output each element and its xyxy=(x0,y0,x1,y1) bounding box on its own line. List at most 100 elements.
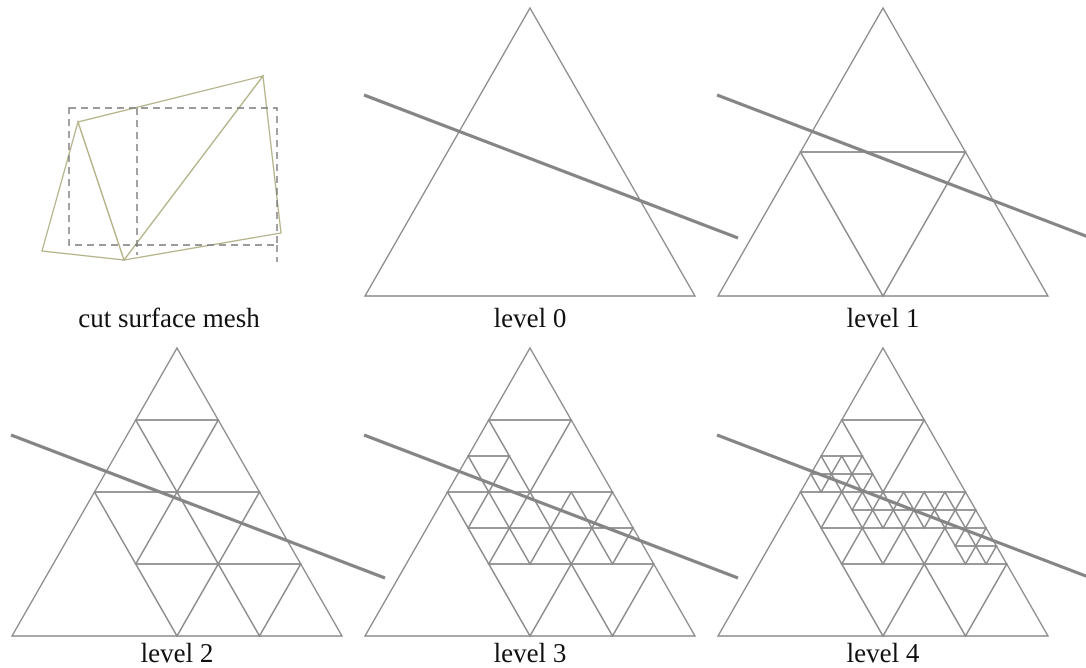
surface-mesh-right-triangle xyxy=(122,74,282,261)
subdivision-triangle xyxy=(466,455,511,494)
subdivision-triangle xyxy=(892,490,916,511)
subdivision-triangle xyxy=(466,418,511,457)
subdivision-triangle xyxy=(819,527,864,566)
level-4-panel xyxy=(716,346,1086,638)
subdivision-triangle xyxy=(487,346,573,421)
subdivision-triangle xyxy=(217,563,302,638)
subdivision-triangle xyxy=(466,490,511,529)
subdivision-triangle xyxy=(570,563,655,638)
subdivision-triangle xyxy=(134,419,220,494)
subdivision-triangle xyxy=(528,526,573,565)
subdivision-triangle xyxy=(570,526,614,565)
subdivision-triangle xyxy=(871,509,895,530)
subdivision-triangle xyxy=(953,509,978,530)
subdivision-triangle xyxy=(508,527,552,566)
subdivision-triangle xyxy=(984,544,1008,565)
subdivision-triangle xyxy=(487,563,573,638)
subdivision-triangle xyxy=(611,562,697,637)
subdivision-triangle xyxy=(861,508,885,529)
subdivision-triangle xyxy=(881,562,967,637)
subdivision-triangle xyxy=(923,491,947,512)
subdivision-triangle xyxy=(487,526,532,565)
surface-mesh-panel xyxy=(41,74,282,262)
subdivision-triangle xyxy=(964,562,1050,637)
level-0-panel xyxy=(363,6,739,297)
subdivision-triangle xyxy=(466,527,511,566)
subdivision-triangle xyxy=(799,472,823,493)
subdivision-triangle xyxy=(549,527,594,566)
subdivision-triangle xyxy=(964,508,988,529)
subdivision-triangle xyxy=(881,418,967,493)
caption-level-2: level 2 xyxy=(140,638,214,668)
subdivision-triangle xyxy=(590,527,635,566)
level-2-panel xyxy=(10,346,386,638)
subdivision-triangle xyxy=(590,490,635,529)
subdivision-triangle xyxy=(799,491,843,530)
subdivision-triangle xyxy=(923,563,1008,638)
surface-mesh-left-triangle xyxy=(41,119,125,261)
subdivision-triangle xyxy=(446,491,490,530)
subdivision-triangle xyxy=(830,454,854,475)
subdivision-triangle xyxy=(881,526,926,565)
caption-level-4: level 4 xyxy=(846,638,920,668)
subdivision-triangle xyxy=(175,562,261,637)
subdivision-triangle xyxy=(933,490,957,511)
subdivision-triangle xyxy=(943,527,967,548)
subdivision-triangle xyxy=(840,563,926,638)
subdivision-triangle xyxy=(363,6,697,297)
level-3-panel xyxy=(363,346,739,638)
cut-line xyxy=(716,93,1086,238)
subdivision-triangle xyxy=(861,527,905,566)
subdivision-triangle xyxy=(943,491,967,512)
subdivision-triangle xyxy=(819,418,864,457)
subdivision-triangle xyxy=(881,150,1050,297)
subdivision-triangle xyxy=(799,151,967,298)
cut-line xyxy=(10,433,386,580)
subdivision-triangle xyxy=(258,562,344,637)
surface-mesh-middle-triangle xyxy=(77,74,265,262)
level-1-panel xyxy=(716,6,1086,298)
subdivision-triangle xyxy=(528,562,614,637)
subdivision-triangle xyxy=(487,419,573,494)
subdivision-triangle xyxy=(528,491,573,530)
subdivision-triangle xyxy=(974,545,998,566)
cut-line xyxy=(716,433,1086,578)
subdivision-triangle xyxy=(799,6,967,153)
bounding-box-left xyxy=(68,107,278,246)
subdivision-triangle xyxy=(964,544,988,565)
cut-line xyxy=(363,433,739,580)
caption-cut-surface-mesh: cut surface mesh xyxy=(78,303,260,333)
subdivision-triangle xyxy=(850,490,874,511)
cut-line xyxy=(363,93,739,240)
subdivision-triangle xyxy=(912,490,936,511)
subdivision-triangle xyxy=(902,527,947,566)
subdivision-triangle xyxy=(716,150,885,297)
subdivision-triangle xyxy=(134,563,220,638)
caption-level-0: level 0 xyxy=(493,303,567,333)
subdivision-triangle xyxy=(93,491,179,566)
subdivision-triangle xyxy=(175,418,261,493)
subdivision-triangle xyxy=(912,509,936,530)
subdivision-triangle xyxy=(134,346,220,421)
subdivision-triangle xyxy=(850,509,874,530)
subdivision-triangle xyxy=(861,472,885,493)
subdivision-triangle xyxy=(840,491,864,512)
subdivision-triangle xyxy=(528,418,614,493)
subdivision-triangle xyxy=(953,545,978,566)
subdivision-triangle xyxy=(840,526,885,565)
subdivision-triangle xyxy=(840,455,864,476)
subdivision-triangle xyxy=(840,346,926,421)
subdivision-triangle xyxy=(850,454,874,475)
subdivision-triangle xyxy=(134,490,220,565)
subdivision-triangle xyxy=(217,490,302,565)
caption-level-1: level 1 xyxy=(846,303,920,333)
subdivision-triangle xyxy=(953,490,978,511)
caption-level-3: level 3 xyxy=(493,638,567,668)
subdivision-triangle xyxy=(840,419,926,494)
subdivision-triangle xyxy=(819,490,864,529)
subdivision-triangle xyxy=(881,508,905,529)
subdivision-triangle xyxy=(892,509,916,530)
subdivision-triangle xyxy=(953,526,978,547)
subdivision-triangle xyxy=(819,455,843,476)
